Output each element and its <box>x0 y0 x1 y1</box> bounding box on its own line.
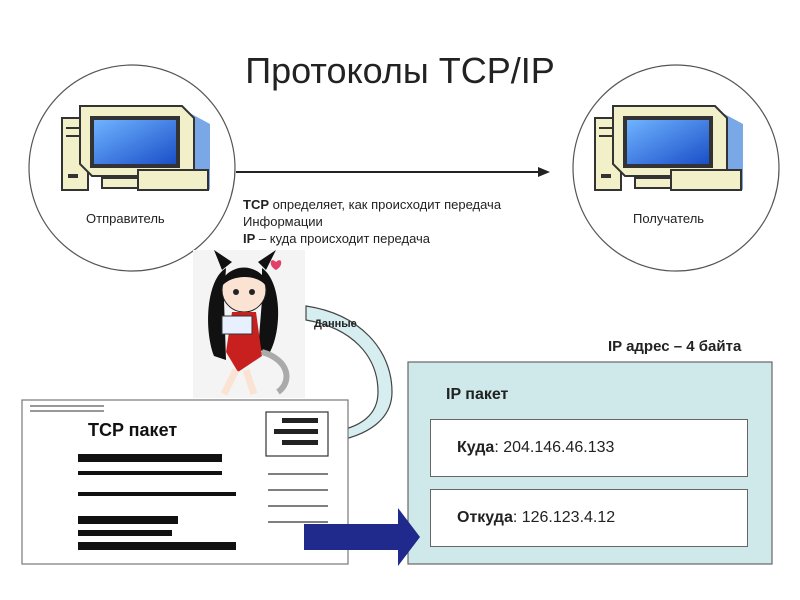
destination-address-field: Куда: 204.146.46.133 <box>430 419 748 477</box>
ip-address-note: IP адрес – 4 байта <box>608 338 742 355</box>
protocol-description: TCP определяет, как происходит передача … <box>243 196 501 247</box>
anime-girl-illustration <box>193 250 305 398</box>
sender-label: Отправитель <box>86 211 165 226</box>
source-value: : 126.123.4.12 <box>512 509 616 526</box>
sender-node <box>28 64 236 272</box>
receiver-label: Получатель <box>633 211 705 226</box>
receiver-node <box>572 64 780 272</box>
computer-icon <box>594 105 744 191</box>
description-line-info: Информации <box>243 214 323 229</box>
tcp-packet-label: TCP пакет <box>88 420 178 440</box>
source-label: Откуда <box>457 509 513 526</box>
description-line-ip: IP – куда происходит передача <box>243 231 431 246</box>
transmission-arrow <box>236 167 550 177</box>
page-title: Протоколы TCP/IP <box>245 50 555 91</box>
data-label: Данные <box>314 318 357 330</box>
description-line-tcp: TCP определяет, как происходит передача <box>243 197 502 212</box>
insert-arrow <box>304 508 420 566</box>
source-address-field: Откуда: 126.123.4.12 <box>430 489 748 547</box>
computer-icon <box>61 105 211 191</box>
tcp-packet-box <box>21 399 349 565</box>
destination-value: : 204.146.46.133 <box>494 439 615 456</box>
destination-label: Куда <box>457 439 495 456</box>
ip-packet-label: IP пакет <box>446 386 509 403</box>
